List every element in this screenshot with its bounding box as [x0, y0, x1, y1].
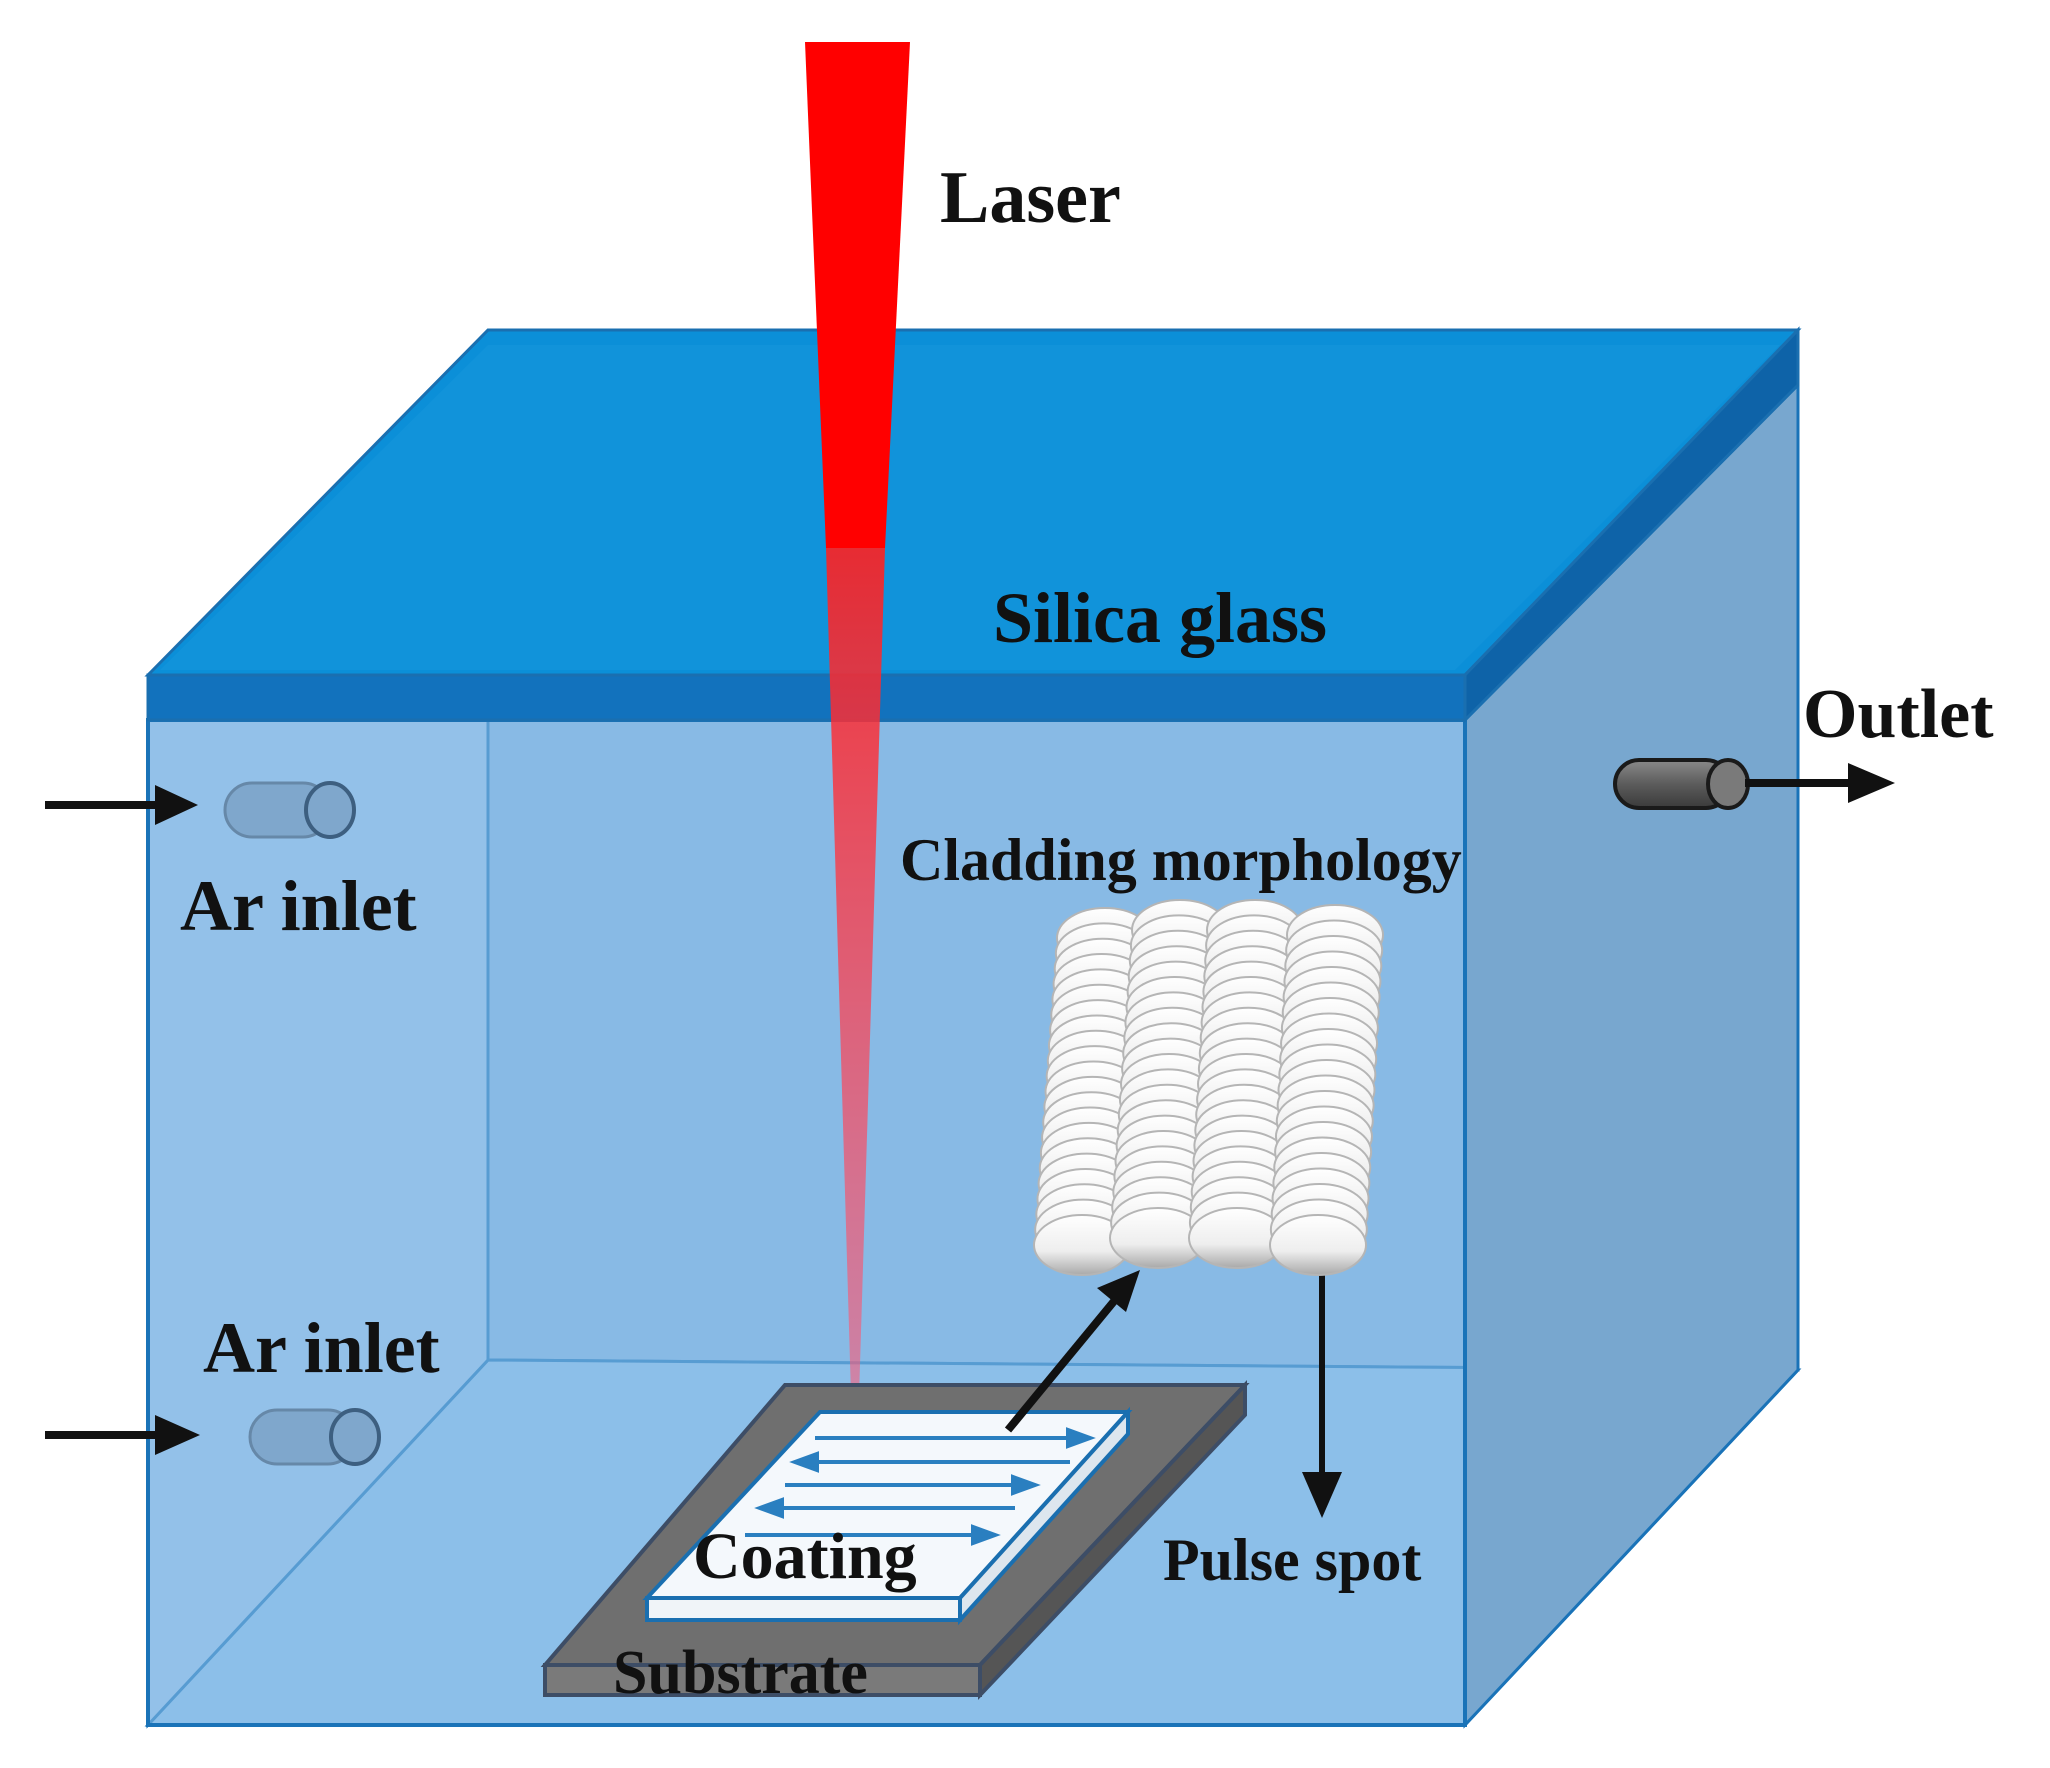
coating-to-cladding-arrow: [1004, 1297, 1119, 1433]
substrate-right: [978, 1379, 1247, 1701]
silica-glass-label: Silica glass: [993, 578, 1327, 658]
cladding-track: [1033, 907, 1154, 1276]
cladding-track: [1269, 904, 1384, 1276]
ar-inlet-top-label: Ar inlet: [180, 866, 417, 946]
pulse-spot-label: Pulse spot: [1163, 1527, 1421, 1593]
laser-label: Laser: [940, 157, 1121, 239]
laser-beam-upper: [805, 42, 910, 548]
outlet-label: Outlet: [1803, 676, 1994, 753]
silica-glass-lid: [144, 326, 1802, 724]
coating-right: [958, 1406, 1130, 1626]
cladding-morphology-label: Cladding morphology: [900, 827, 1462, 893]
ar-inlet-pipe-bottom: [248, 1408, 381, 1466]
ar-inlet-pipe-top: [223, 781, 356, 839]
outlet-pipe: [1613, 758, 1750, 810]
lid-front-edge: [146, 673, 1467, 722]
cladding-track: [1109, 899, 1229, 1269]
lid-right-edge: [1463, 326, 1800, 724]
substrate-label: Substrate: [613, 1639, 868, 1707]
coating-label: Coating: [693, 1520, 917, 1593]
laser: [805, 42, 910, 1430]
scan-path: [745, 1427, 1096, 1546]
cladding-morphology-tracks: [1033, 899, 1384, 1276]
ar-inlet-bottom-label: Ar inlet: [203, 1308, 440, 1388]
laser-beam-lower: [826, 548, 885, 1430]
sample: [540, 1379, 1250, 1701]
pulse-disc: [1269, 1214, 1367, 1276]
lid-top-highlight: [160, 345, 1780, 670]
coating-front: [645, 1596, 962, 1622]
